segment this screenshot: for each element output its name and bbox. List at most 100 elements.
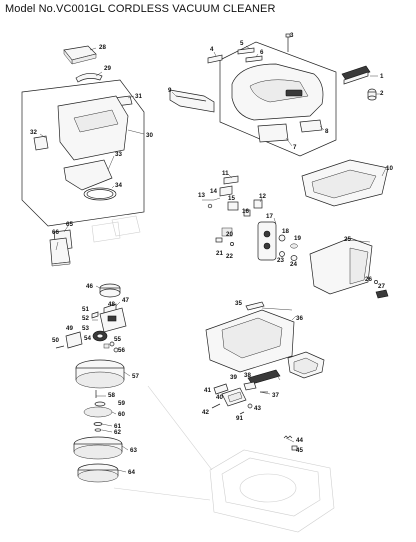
part-6-label xyxy=(245,55,263,63)
label-4: 4 xyxy=(210,46,214,53)
part-10-frame xyxy=(301,159,389,207)
label-14: 14 xyxy=(210,188,217,195)
label-13: 13 xyxy=(198,192,205,199)
part-49-board xyxy=(65,331,83,349)
dust-case-group-box xyxy=(21,79,145,227)
part-62-nut xyxy=(94,428,102,432)
base-housing xyxy=(209,449,335,533)
part-35-bracket xyxy=(245,301,265,311)
part-53-fan xyxy=(92,330,108,342)
part-24-cap xyxy=(290,255,298,261)
part-19-washer xyxy=(290,243,298,249)
part-23-spring xyxy=(279,251,285,257)
label-49: 49 xyxy=(66,325,73,332)
label-28: 28 xyxy=(99,44,106,51)
label-53: 53 xyxy=(82,325,89,332)
label-3: 3 xyxy=(290,32,294,39)
label-91: 91 xyxy=(236,415,243,422)
label-47: 47 xyxy=(122,297,129,304)
label-65: 65 xyxy=(66,221,73,228)
part-18-knob xyxy=(278,234,286,242)
label-26: 26 xyxy=(365,276,372,283)
part-30-dust-case xyxy=(57,95,129,161)
part-66-filter-block xyxy=(49,237,71,267)
label-34: 34 xyxy=(115,182,122,189)
label-23: 23 xyxy=(277,257,284,264)
part-36-inner-housing xyxy=(205,309,295,373)
part-26-screw xyxy=(374,280,378,284)
label-33: 33 xyxy=(115,151,122,158)
label-32: 32 xyxy=(30,129,37,136)
part-33-filter-cone xyxy=(63,159,113,191)
label-59: 59 xyxy=(118,400,125,407)
label-54: 54 xyxy=(84,335,91,342)
label-60: 60 xyxy=(118,411,125,418)
part-64-bottom-ring xyxy=(77,463,119,483)
part-40-bracket xyxy=(221,387,247,407)
part-44-spring xyxy=(283,435,293,439)
label-10: 10 xyxy=(386,165,393,172)
part-43-cap xyxy=(247,403,253,409)
part-7-lower-cover xyxy=(257,123,289,143)
part-22-screw xyxy=(230,242,234,246)
part-15-plate xyxy=(227,201,239,211)
label-61: 61 xyxy=(114,423,121,430)
part-5-label xyxy=(237,47,255,55)
part-51-clip xyxy=(91,311,99,319)
part-32-filter-latch xyxy=(33,135,49,151)
part-2b-knob xyxy=(367,88,377,101)
part-57-motor-housing xyxy=(75,359,125,389)
label-24: 24 xyxy=(290,261,297,268)
label-63: 63 xyxy=(130,447,137,454)
part-12-knob xyxy=(253,199,263,209)
label-38: 38 xyxy=(244,372,251,379)
part-50-screw xyxy=(55,345,65,349)
part-63-impeller-housing xyxy=(73,436,123,460)
label-50: 50 xyxy=(52,337,59,344)
label-22: 22 xyxy=(226,253,233,260)
label-64: 64 xyxy=(128,469,135,476)
label-35: 35 xyxy=(235,300,242,307)
label-43: 43 xyxy=(254,405,261,412)
label-27: 27 xyxy=(378,283,385,290)
label-51: 51 xyxy=(82,306,89,313)
part-11-bracket xyxy=(223,175,239,185)
part-56-nut xyxy=(113,347,119,353)
part-59-washer xyxy=(94,401,106,407)
part-21-terminal xyxy=(215,237,223,243)
part-91-screw xyxy=(239,411,245,415)
label-8: 8 xyxy=(325,128,329,135)
label-31: 31 xyxy=(135,93,142,100)
label-7: 7 xyxy=(293,144,297,151)
label-12: 12 xyxy=(259,193,266,200)
base-to-fan-outline xyxy=(113,385,213,501)
label-48: 48 xyxy=(108,301,115,308)
label-19: 19 xyxy=(294,235,301,242)
label-25: 25 xyxy=(344,236,351,243)
label-1: 1 xyxy=(380,73,384,80)
part-1-switch-button xyxy=(341,65,371,85)
part-45-screw xyxy=(291,445,298,451)
part-34-seal-ring xyxy=(83,187,117,201)
label-57: 57 xyxy=(132,373,139,380)
label-62: 62 xyxy=(114,429,121,436)
label-55: 55 xyxy=(114,336,121,343)
part-28-filter-cover xyxy=(63,45,97,65)
label-45: 45 xyxy=(296,447,303,454)
part-9-handle xyxy=(169,89,215,113)
part-29-filter-handle xyxy=(75,73,103,83)
part-39-cover xyxy=(247,369,281,385)
part-17-panel xyxy=(257,221,277,261)
part-14-switch xyxy=(219,185,233,197)
part-41-arm xyxy=(213,383,229,395)
part-3-screw xyxy=(285,33,291,52)
top-housing-group-box xyxy=(219,41,337,157)
label-15: 15 xyxy=(228,195,235,202)
part-54-screw xyxy=(109,341,115,347)
part-number-labels: 28 29 31 30 32 33 34 65 66 3 4 5 6 1 2 7… xyxy=(30,32,393,476)
optional-filter-blocks-gray xyxy=(91,215,141,243)
label-20: 20 xyxy=(226,231,233,238)
label-40: 40 xyxy=(216,394,223,401)
part-48-motor xyxy=(99,307,127,333)
